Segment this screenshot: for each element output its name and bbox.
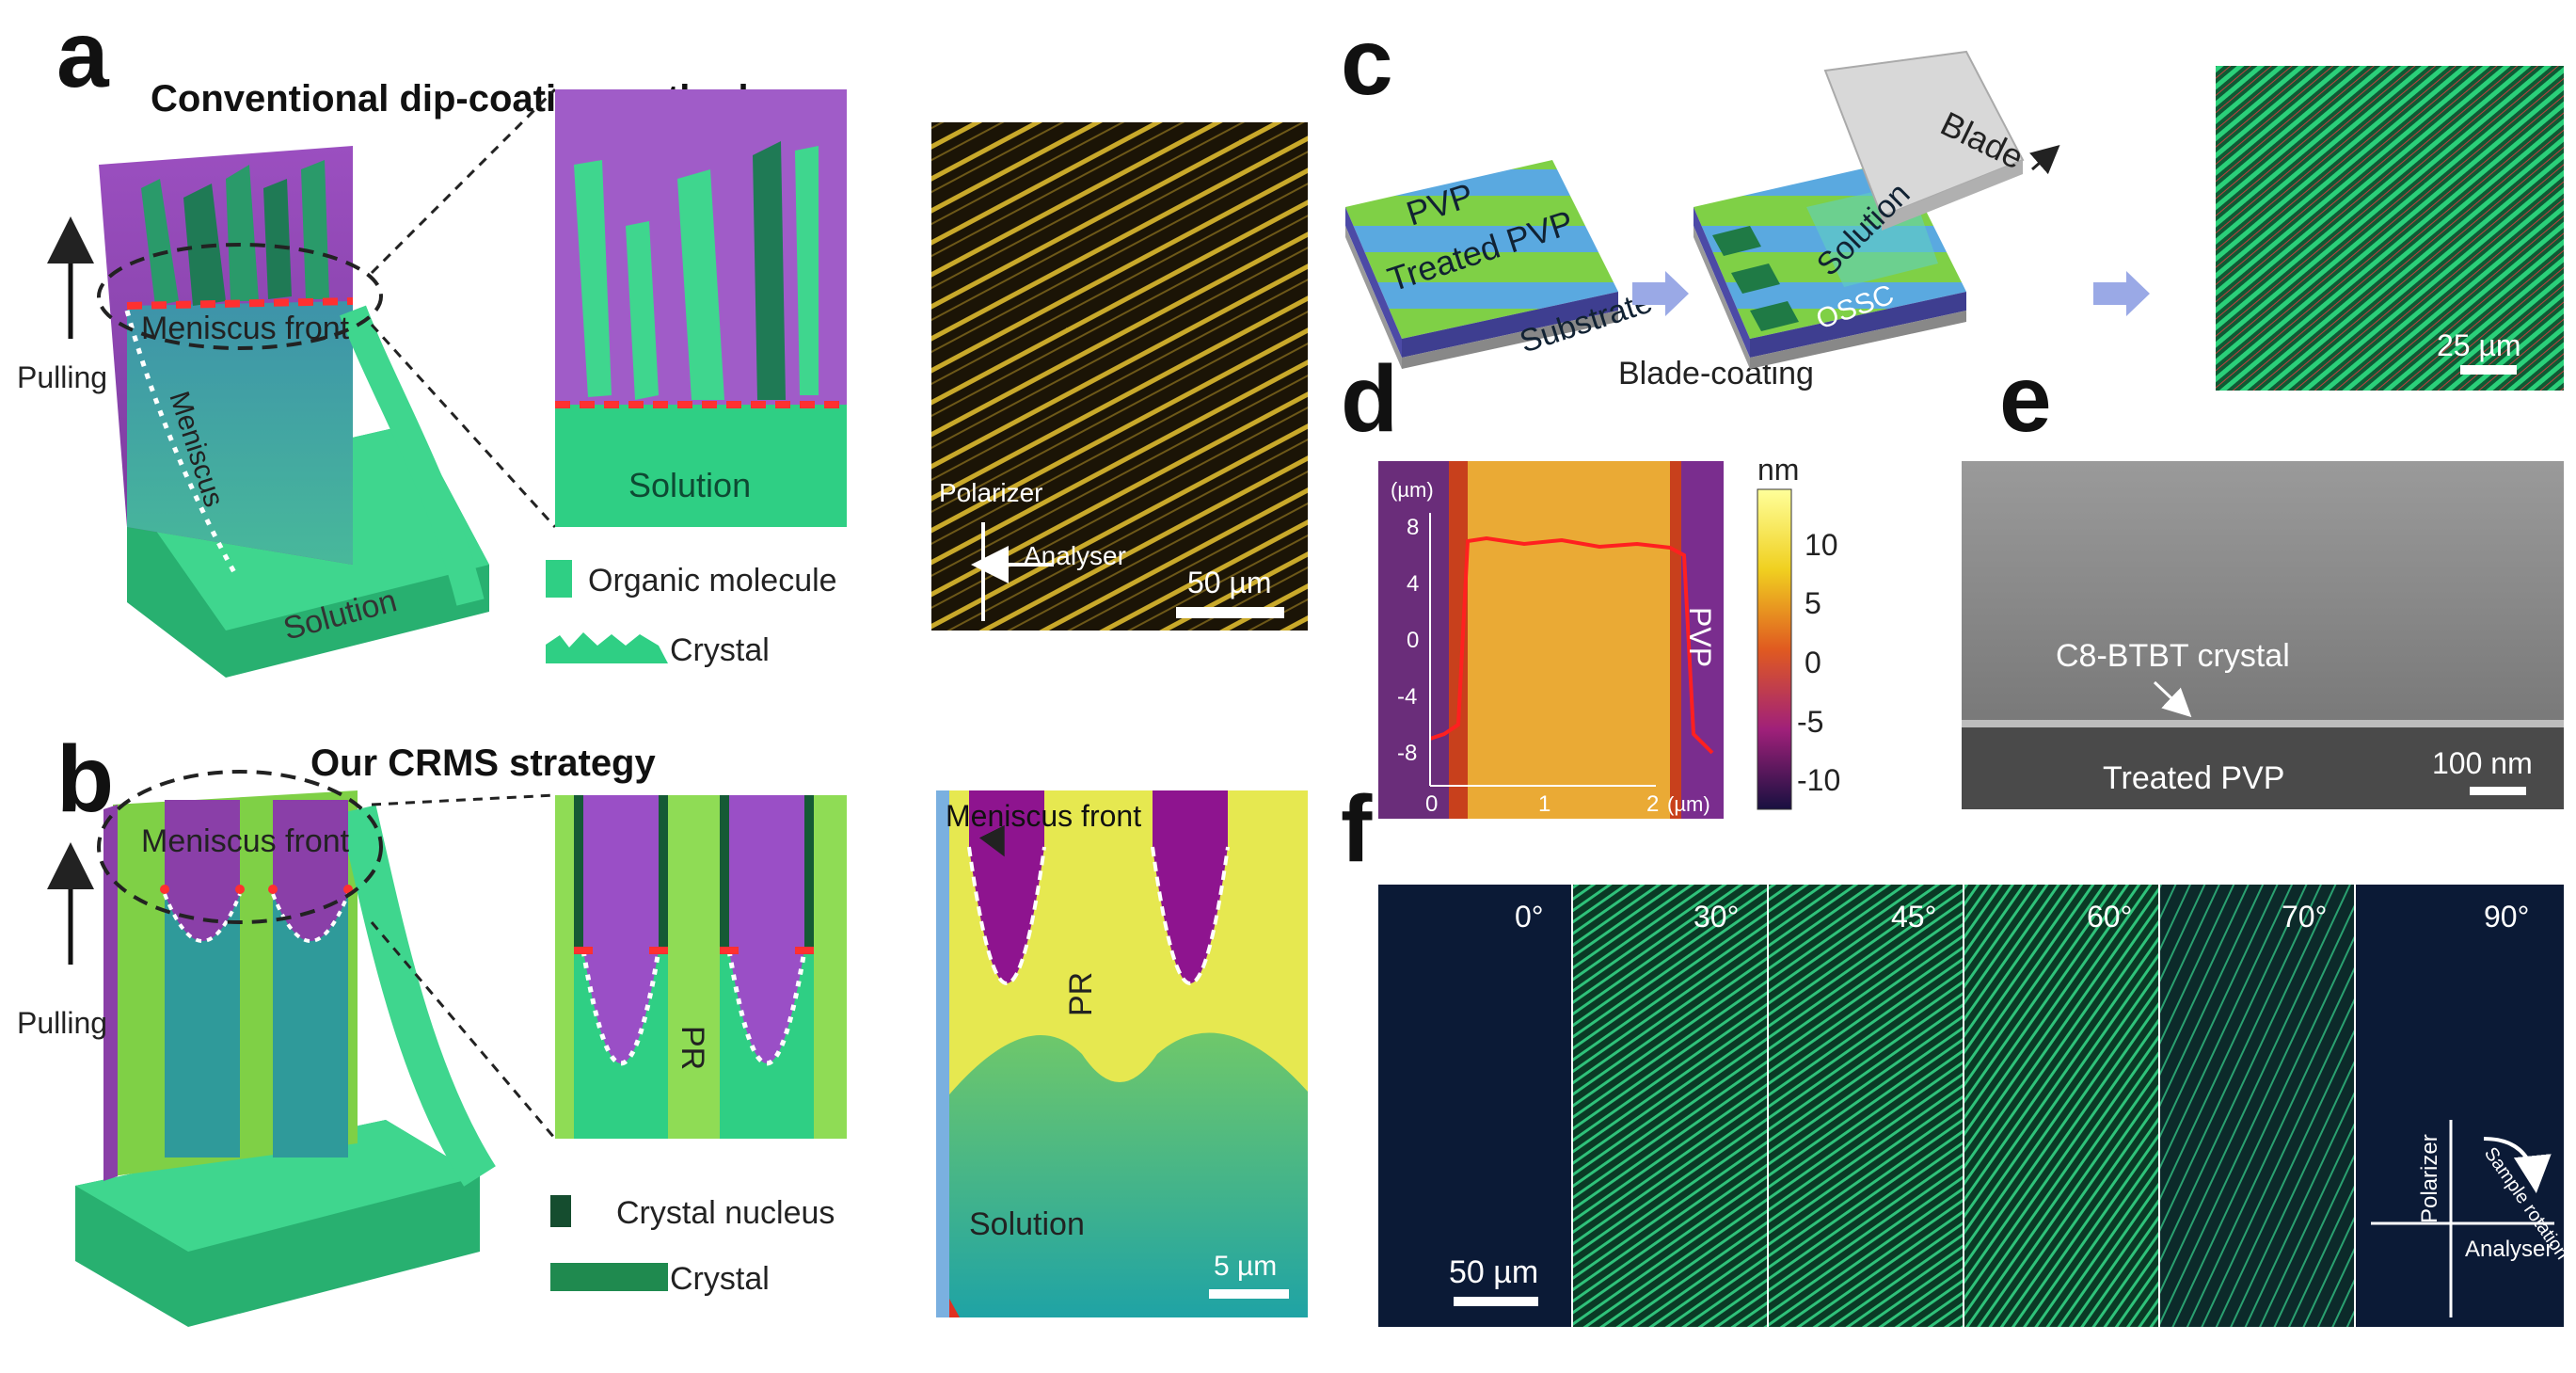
b-micrograph: Meniscus front PR Solution 5 µm — [936, 790, 1308, 1317]
b-legend-nucleus-swatch — [550, 1195, 571, 1227]
b-pr-zoom-label: PR — [675, 1026, 710, 1070]
d-cbar-tick-1: 5 — [1805, 586, 1821, 620]
f-angle-90: 90° — [2484, 900, 2529, 934]
d-height-profile — [1429, 535, 1714, 755]
f-image-0 — [1378, 885, 1571, 1327]
f-image-90 — [2356, 885, 2564, 1327]
f-scale-label: 50 µm — [1449, 1254, 1538, 1290]
d-xtick-0: 0 — [1425, 791, 1438, 817]
panel-d-letter: d — [1341, 346, 1398, 452]
f-angle-70: 70° — [2282, 900, 2327, 934]
panel-c-letter: c — [1341, 9, 1393, 115]
d-xtick-1: 1 — [1538, 791, 1550, 817]
a-legend-molecule: Organic molecule — [588, 563, 837, 599]
f-angle-60: 60° — [2087, 900, 2132, 934]
f-analyser-label: Analyser — [2465, 1237, 2552, 1262]
f-polarizer-label: Polarizer — [2417, 1134, 2442, 1223]
panel-f-letter: f — [1341, 776, 1373, 882]
c-micro-scale: 25 µm — [2437, 328, 2521, 362]
f-angle-0: 0° — [1515, 900, 1544, 934]
panel-e: e C8-BTBT crystal Treated PVP 100 nm — [1962, 346, 2564, 809]
d-ytick-3: -4 — [1397, 684, 1417, 710]
a-meniscus-front-label: Meniscus front — [141, 311, 350, 346]
d-xtick-2: 2 — [1646, 791, 1659, 817]
panel-a: a Conventional dip-coating method Pullin… — [17, 2, 1308, 678]
d-ytick-4: -8 — [1397, 741, 1417, 766]
d-colorbar — [1757, 488, 1792, 810]
b-micro-solution: Solution — [969, 1206, 1085, 1242]
c-micrograph: 25 µm — [2216, 66, 2564, 391]
b-micro-pr: PR — [1063, 972, 1099, 1016]
a-solution-zoom-label: Solution — [628, 466, 751, 504]
panel-b: b Our CRMS strategy Pulling Meniscus fro… — [17, 726, 1308, 1327]
a-legend-crystal-swatch — [546, 632, 668, 663]
d-cbar-tick-3: -5 — [1797, 705, 1823, 739]
a-micrograph: Polarizer Analyser 50 µm — [931, 122, 1308, 631]
a-crystals — [141, 160, 329, 306]
a-micro-analyser: Analyser — [1024, 541, 1126, 570]
e-treated-pvp-label: Treated PVP — [2103, 760, 2284, 796]
panel-e-letter: e — [1999, 346, 2052, 452]
d-cbar-tick-0: 10 — [1805, 528, 1838, 562]
d-ytick-1: 4 — [1407, 571, 1419, 597]
c-micro-scale-bar — [2460, 365, 2517, 375]
d-yunit: (µm) — [1391, 478, 1434, 502]
panel-f: f 0° 30° 45° 60° 70° 90° 50 µm Polarizer… — [1341, 776, 2572, 1327]
f-image-70 — [2160, 885, 2354, 1327]
d-ytick-0: 8 — [1407, 515, 1419, 540]
a-pulling-label: Pulling — [17, 360, 107, 394]
panel-d: d (µm) 8 4 0 -4 -8 0 1 2 (µm) PVP nm 10 … — [1341, 346, 1840, 819]
b-micro-scale: 5 µm — [1214, 1251, 1277, 1282]
e-crystal-label: C8-BTBT crystal — [2056, 638, 2290, 674]
f-scale-bar — [1454, 1297, 1538, 1306]
e-scale-bar — [2470, 787, 2526, 795]
b-legend-nucleus: Crystal nucleus — [616, 1195, 835, 1231]
d-ytick-2: 0 — [1407, 628, 1419, 653]
f-image-60 — [1964, 885, 2158, 1327]
f-angle-30: 30° — [1693, 900, 1739, 934]
a-micro-scale-bar — [1176, 607, 1284, 618]
d-cbar-tick-4: -10 — [1797, 763, 1840, 797]
b-micro-scale-bar — [1209, 1289, 1289, 1299]
a-micro-polarizer: Polarizer — [939, 478, 1042, 507]
panel-a-letter: a — [56, 2, 110, 107]
d-pvp-label: PVP — [1683, 607, 1717, 667]
a-zoom-box: Solution — [555, 89, 847, 527]
b-meniscus-front-label: Meniscus front — [141, 823, 350, 859]
b-legend-crystal: Crystal — [670, 1261, 770, 1297]
d-xunit: (µm) — [1667, 792, 1710, 816]
d-colorbar-unit: nm — [1757, 453, 1799, 487]
b-legend-crystal-swatch — [550, 1263, 668, 1291]
f-image-30 — [1573, 885, 1767, 1327]
b-micro-meniscus-front: Meniscus front — [946, 799, 1141, 833]
e-scale-label: 100 nm — [2432, 746, 2533, 780]
a-micro-scale: 50 µm — [1187, 566, 1272, 599]
f-angle-45: 45° — [1891, 900, 1936, 934]
d-cbar-tick-2: 0 — [1805, 646, 1821, 679]
a-legend-molecule-swatch — [546, 560, 572, 598]
f-image-45 — [1769, 885, 1963, 1327]
panel-b-title: Our CRMS strategy — [310, 742, 656, 784]
a-legend-crystal: Crystal — [670, 632, 770, 668]
b-pulling-label: Pulling — [17, 1006, 107, 1040]
b-zoom-box: PR — [555, 795, 847, 1139]
panel-c: c PVP Treated PVP Substrate Blade-coatin… — [1341, 9, 2564, 391]
